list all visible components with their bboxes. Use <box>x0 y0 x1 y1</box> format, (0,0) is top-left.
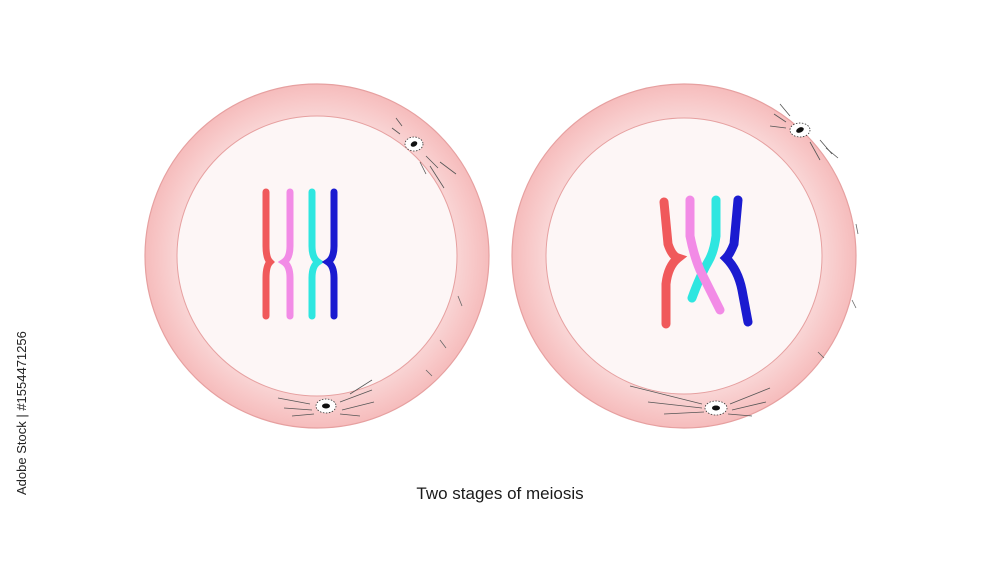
chromosome-cyan <box>308 188 325 320</box>
spindle-fiber-lines <box>629 385 771 417</box>
membrane-marks <box>817 223 859 359</box>
spindle-fiber-lines <box>277 379 375 417</box>
chromosomes-right <box>659 195 753 329</box>
centrosome-icon <box>315 398 337 414</box>
cell-right <box>511 83 859 429</box>
stock-credit: Adobe Stock | #1554471256 <box>14 331 29 495</box>
centrosome-icon <box>704 400 728 416</box>
chromosome-pink <box>685 195 725 315</box>
chromosome-red <box>262 188 275 320</box>
centrosome-icon <box>404 136 424 152</box>
diagram-caption: Two stages of meiosis <box>416 484 584 503</box>
chromosome-pink <box>277 188 294 320</box>
spindle-fiber-lines <box>391 117 457 189</box>
membrane-marks <box>425 295 463 377</box>
chromosomes-left <box>262 188 338 320</box>
cell-left <box>144 83 490 429</box>
spindle-fiber-lines <box>769 103 839 161</box>
centrosome-icon <box>789 122 811 138</box>
chromosome-red <box>659 197 688 329</box>
chromosome-blue <box>719 195 753 327</box>
chromosome-cyan <box>687 195 721 303</box>
chromosome-blue <box>321 188 338 320</box>
